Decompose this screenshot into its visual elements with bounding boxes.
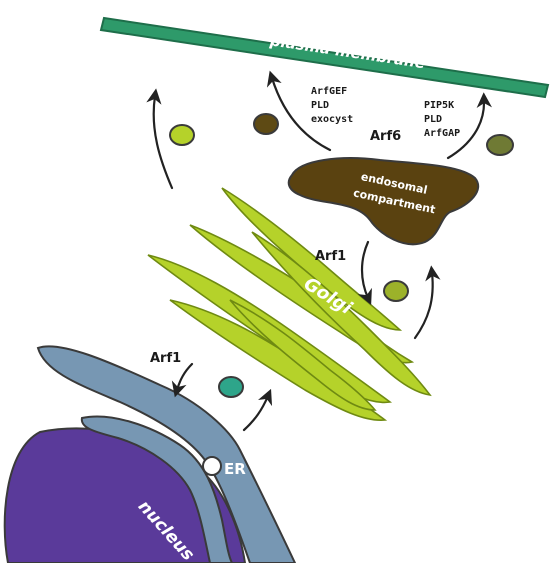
effector-label: exocyst xyxy=(311,114,353,125)
curved-arrow-icon xyxy=(177,364,192,390)
effector-label: ArfGEF xyxy=(311,86,347,97)
effector-label: PIP5K xyxy=(424,100,454,111)
arf1-lower-label: Arf1 xyxy=(150,351,181,366)
arf6-label: Arf6 xyxy=(370,129,401,144)
curved-arrow-icon xyxy=(244,396,268,430)
effector-label: ArfGAP xyxy=(424,128,460,139)
arf6-effectors-right: PIP5K PLD ArfGAP xyxy=(424,100,460,139)
vesicle xyxy=(487,135,513,155)
vesicle xyxy=(384,281,408,301)
curved-arrow-icon xyxy=(415,273,433,338)
er-label: ER xyxy=(224,460,246,478)
endosomal-compartment: endosomal compartment xyxy=(289,158,478,244)
arf6-effectors-left: ArfGEF PLD exocyst xyxy=(311,86,353,125)
vesicle xyxy=(219,377,243,397)
effector-label: PLD xyxy=(424,114,442,125)
effector-label: PLD xyxy=(311,100,329,111)
curved-arrow-icon xyxy=(154,96,172,188)
curved-arrow-icon xyxy=(362,242,368,298)
vesicle xyxy=(254,114,278,134)
arf1-upper-label: Arf1 xyxy=(315,249,346,264)
vesicle xyxy=(170,125,194,145)
